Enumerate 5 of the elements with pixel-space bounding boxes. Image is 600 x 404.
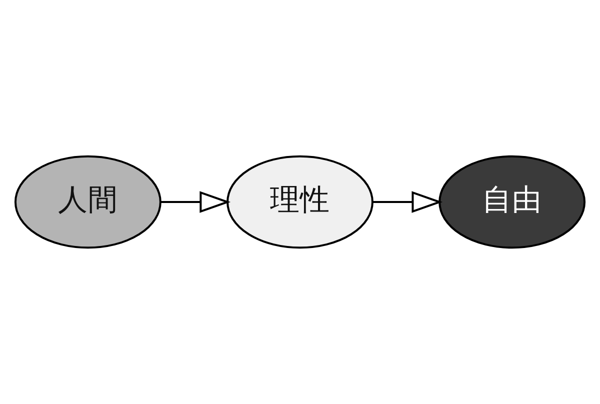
node-ellipse: 理性: [226, 155, 374, 249]
arrow: [372, 191, 443, 213]
arrow: [160, 191, 231, 213]
node-ellipse: 自由: [438, 155, 586, 249]
node-ellipse: 人間: [14, 155, 162, 249]
